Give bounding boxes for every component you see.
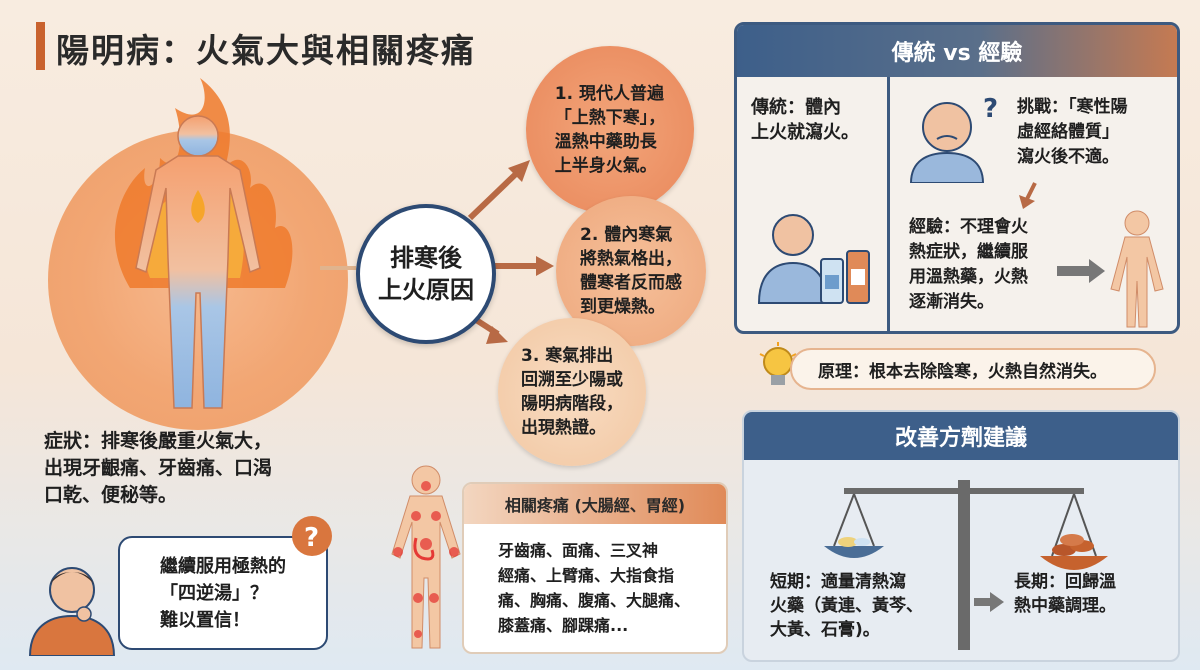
page-title: 陽明病：火氣大與相關疼痛 [56,31,476,70]
panel-divider [887,77,890,331]
down-arrow-icon [1019,182,1037,209]
question-icon: ? [292,516,332,556]
cause-3: 3. 寒氣排出 回溯至少陽或 陽明病階段， 出現熱證。 [498,318,646,466]
speech-bubble: 繼續服用極熱的 「四逆湯」？ 難以置信！ [118,536,328,650]
experience-text: 經驗：不理會火 熱症狀，繼續服 用溫熱藥，火熱 逐漸消失。 [909,217,1028,312]
symptoms-text: 症狀：排寒後嚴重火氣大， 出現牙齦痛、牙齒痛、口渴 口乾、便秘等。 [44,430,273,506]
long-term-text: 長期：回歸溫 熱中藥調理。 [1014,572,1116,616]
improvement-panel: 改善方劑建議 短期：適量清熱瀉 火藥（黃連、黃芩、 大黃、石膏)。 長期：回歸溫… [742,410,1180,662]
principle-pill: 原理：根本去除陰寒，火熱自然消失。 [790,348,1156,390]
pain-list-text: 牙齒痛、面痛、三叉神 經痛、上臂痛、大指食指 痛、胸痛、腹痛、大腿痛、 膝蓋痛、… [498,541,691,635]
question-glyph: ? [304,523,319,553]
challenge-text: 挑戰：「寒性陽 虛經絡體質」 瀉火後不適。 [1017,97,1128,167]
traditional-text: 傳統：體內 上火就瀉火。 [751,97,859,143]
related-pain-box: 相關疼痛 (大腸經、胃經) 牙齒痛、面痛、三叉神 經痛、上臂痛、大指食指 痛、胸… [462,482,728,654]
pain-header: 相關疼痛 (大腸經、胃經) [464,484,726,524]
improvement-header: 改善方劑建議 [744,412,1178,460]
cause-1: 1. 現代人普遍 「上熱下寒」， 溫熱中藥助長 上半身火氣。 [526,46,694,214]
pain-points-figure [391,465,461,649]
title-accent-bar [36,22,45,70]
person-with-medicine-icon [757,214,870,304]
cause-center-circle: 排寒後 上火原因 [356,204,496,344]
worried-person-icon: ? [909,94,998,183]
short-term-text: 短期：適量清熱瀉 火藥（黃連、黃芩、 大黃、石膏)。 [770,572,923,640]
question-mark-icon: ? [983,94,998,124]
healthy-person-icon [1057,210,1164,328]
traditional-vs-experience-panel: 傳統 vs 經驗 傳統：體內 上火就瀉火。 ? 挑戰：「寒性陽 虛經絡體質」 瀉… [734,22,1180,334]
panel-header: 傳統 vs 經驗 [737,25,1177,77]
thinking-person-icon [28,567,116,656]
balance-scale-icon [824,480,1108,650]
burning-body-figure [114,78,293,409]
